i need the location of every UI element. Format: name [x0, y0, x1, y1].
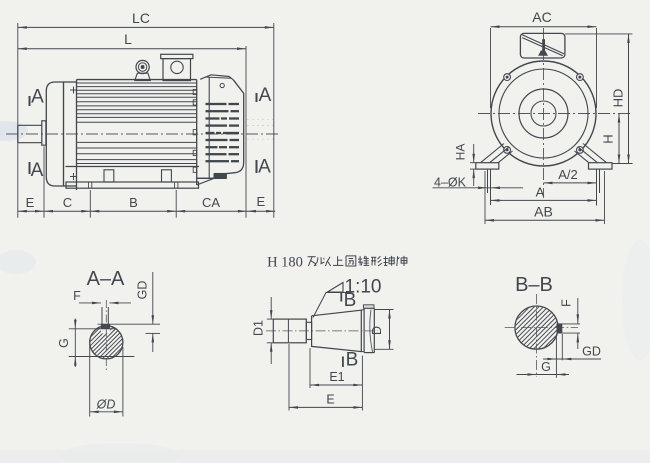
svg-text:H: H — [601, 134, 616, 143]
svg-text:GD: GD — [136, 281, 150, 300]
svg-text:C: C — [63, 195, 72, 210]
svg-text:B: B — [344, 290, 357, 311]
svg-text:A: A — [259, 85, 272, 106]
svg-text:F: F — [73, 289, 81, 303]
svg-text:B: B — [346, 350, 359, 371]
svg-text:G: G — [57, 338, 71, 348]
svg-text:A: A — [31, 87, 44, 108]
svg-text:A: A — [31, 160, 44, 181]
svg-text:E: E — [256, 194, 265, 209]
svg-text:D1: D1 — [252, 320, 266, 336]
svg-text:4–ØK: 4–ØK — [434, 175, 467, 189]
svg-text:GD: GD — [582, 345, 601, 359]
svg-text:G: G — [541, 360, 551, 374]
svg-text:E: E — [326, 393, 334, 407]
svg-text:HA: HA — [454, 144, 468, 161]
svg-text:E1: E1 — [329, 370, 344, 384]
svg-text:A/2: A/2 — [558, 167, 578, 182]
svg-text:AB: AB — [534, 204, 553, 220]
svg-text:HD: HD — [611, 89, 626, 108]
svg-text:D: D — [370, 326, 384, 335]
svg-text:A–A: A–A — [87, 268, 125, 290]
svg-text:A: A — [258, 157, 271, 178]
svg-text:AC: AC — [532, 9, 551, 25]
svg-text:F: F — [560, 299, 574, 307]
svg-text:B: B — [129, 195, 138, 210]
svg-text:H 180: H 180 — [267, 255, 303, 271]
svg-text:B–B: B–B — [515, 274, 553, 296]
svg-text:ØD: ØD — [96, 398, 116, 412]
svg-text:A: A — [536, 185, 545, 200]
svg-text:L: L — [124, 31, 132, 47]
svg-text:E: E — [26, 195, 35, 210]
svg-text:LC: LC — [132, 10, 150, 26]
svg-text:CA: CA — [202, 195, 220, 210]
svg-text:1:10: 1:10 — [345, 277, 382, 298]
